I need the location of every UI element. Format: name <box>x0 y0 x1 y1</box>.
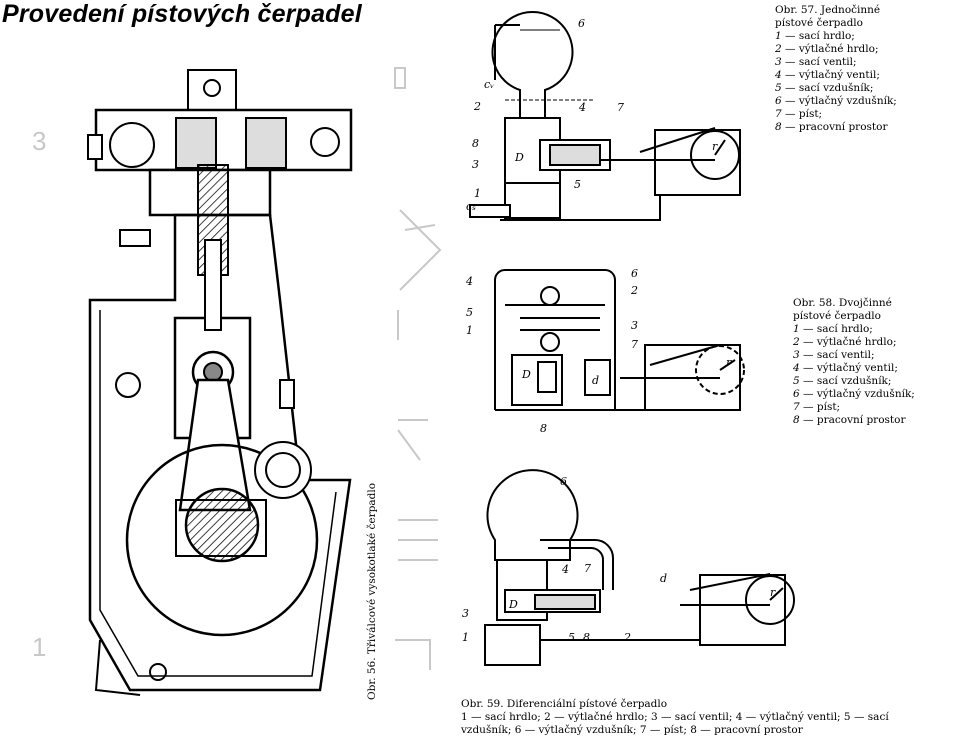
fig57-legend-item: 5 — sací vzdušník; <box>775 82 874 94</box>
fig58-caption-head: Obr. 58. Dvojčinné <box>793 297 892 309</box>
fig58-legend-item: 4 — výtlačný ventil; <box>793 362 898 374</box>
fig58-label-d-small: d <box>592 374 599 387</box>
fig58-label-2: 2 <box>630 284 638 297</box>
fig58-legend-item: 3 — sací ventil; <box>793 349 875 361</box>
fig57-caption-head: Obr. 57. Jednočinné <box>775 4 881 16</box>
fig57-drawing <box>469 11 741 221</box>
fig58-legend-item: 6 — výtlačný vzdušník; <box>793 388 915 400</box>
fig58-label-1: 1 <box>466 324 473 337</box>
side-number-bottom: 1 <box>32 632 47 662</box>
fig56-drawing <box>87 69 353 696</box>
fig58-label-4: 4 <box>465 275 473 288</box>
fig57-caption-head2: pístové čerpadlo <box>775 17 863 29</box>
fig57-label-8: 8 <box>472 137 479 150</box>
fig57-labels: 6 2 cᵥ 4 7 8 D 3 5 1 cₛ r <box>466 17 718 213</box>
fig59-label-d-small: d <box>660 572 667 585</box>
fig58-label-3: 3 <box>631 319 638 332</box>
fig57-legend-item: 7 — píst; <box>775 108 823 120</box>
fig59-label-d: D <box>508 598 518 611</box>
fig59-label-6: 6 <box>560 475 567 488</box>
fig57-legend-item: 6 — výtlačný vzdušník; <box>775 95 897 107</box>
fig59-label-4: 4 <box>561 563 569 576</box>
fig59-legend-line-1: 1 — sací hrdlo; 2 — výtlačné hrdlo; 3 — … <box>461 711 889 723</box>
fig57-label-cs: cₛ <box>466 200 476 213</box>
fig58-label-7: 7 <box>631 338 638 351</box>
fig59-label-7: 7 <box>584 562 591 575</box>
fig59-label-2: 2 <box>623 631 631 644</box>
fig59-label-1: 1 <box>462 631 469 644</box>
fig58-label-5: 5 <box>466 306 473 319</box>
fig58-label-6: 6 <box>631 267 638 280</box>
fig57-label-d: D <box>514 151 524 164</box>
fig58-legend-item: 5 — sací vzdušník; <box>793 375 892 387</box>
fig59-label-3: 3 <box>462 607 469 620</box>
fig58-caption: Obr. 58. Dvojčinné pístové čerpadlo 1 — … <box>793 297 915 427</box>
fig57-legend-item: 3 — sací ventil; <box>775 56 857 68</box>
fig58-labels: 4 6 2 5 3 1 7 D d 8 r <box>465 267 732 435</box>
fig58-legend-item: 2 — výtlačné hrdlo; <box>793 336 897 348</box>
fig57-caption: Obr. 57. Jednočinné pístové čerpadlo 1 —… <box>775 4 897 134</box>
fig57-label-7: 7 <box>617 101 624 114</box>
fig57-label-6: 6 <box>578 17 585 30</box>
fig57-legend-item: 2 — výtlačné hrdlo; <box>775 43 879 55</box>
fig57-legend-item: 8 — pracovní prostor <box>775 121 888 133</box>
fig57-label-2: 2 <box>473 100 481 113</box>
fig58-caption-head2: pístové čerpadlo <box>793 310 881 322</box>
fig58-label-r: r <box>726 356 732 369</box>
fig59-drawing <box>484 469 795 666</box>
fig59-label-8: 8 <box>583 631 590 644</box>
fig59-label-5: 5 <box>568 631 575 644</box>
fig57-legend-item: 4 — výtlačný ventil; <box>775 69 880 81</box>
fig57-label-r: r <box>712 140 718 153</box>
fig59-caption-head: Obr. 59. Diferenciální pístové čerpadlo <box>461 698 668 710</box>
fig58-label-d: D <box>521 368 531 381</box>
fig58-legend-item: 1 — sací hrdlo; <box>793 323 873 335</box>
faint-background-drawing <box>394 67 442 670</box>
fig59-caption: Obr. 59. Diferenciální pístové čerpadlo … <box>461 698 889 737</box>
fig57-label-cv: cᵥ <box>484 78 494 91</box>
fig57-label-5: 5 <box>574 178 581 191</box>
fig58-legend-item: 7 — píst; <box>793 401 841 413</box>
fig57-legend-item: 1 — sací hrdlo; <box>775 30 855 42</box>
fig59-legend-line-2: vzdušník; 6 — výtlačný vzdušník; 7 — pís… <box>461 724 803 736</box>
fig59-labels: 6 4 7 d D 3 1 5 8 2 r <box>462 475 776 644</box>
fig58-legend-item: 8 — pracovní prostor <box>793 414 906 426</box>
fig59-label-r: r <box>770 586 776 599</box>
side-number-top: 3 <box>32 126 47 156</box>
fig57-label-3: 3 <box>472 158 479 171</box>
page-title: Provedení pístových čerpadel <box>2 0 362 28</box>
fig56-caption: Obr. 56. Třiválcové vysokotlaké čerpadlo <box>366 482 378 700</box>
fig57-label-4: 4 <box>578 101 586 114</box>
fig58-label-8: 8 <box>540 422 547 435</box>
fig58-drawing <box>494 269 745 411</box>
fig57-label-1: 1 <box>474 187 481 200</box>
